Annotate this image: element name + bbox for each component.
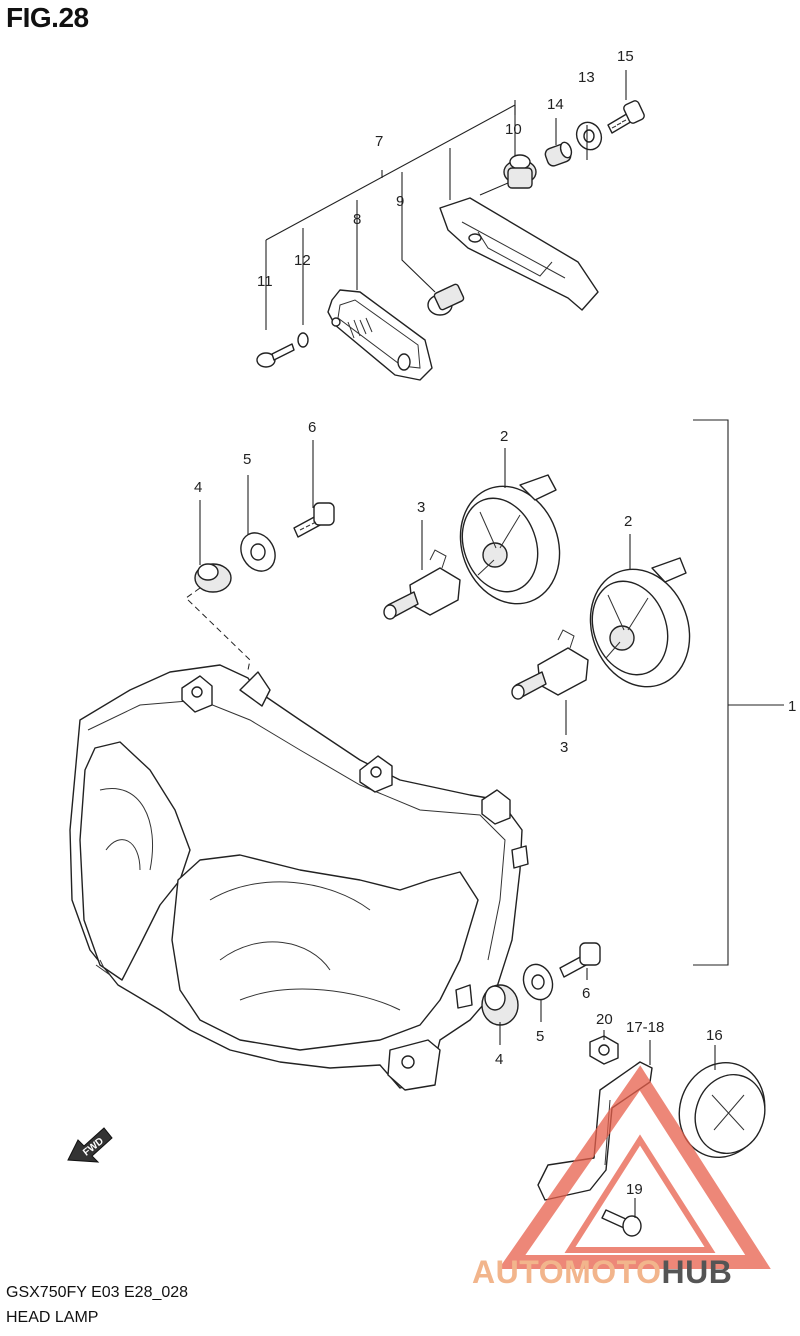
callout-7: 7 [375, 133, 383, 150]
callout-12: 12 [294, 252, 311, 269]
callout-16: 16 [706, 1027, 723, 1044]
callout-1: 1 [788, 698, 796, 715]
callout-14: 14 [547, 96, 564, 113]
socket-part-2-lower [589, 557, 691, 688]
figure-title: FIG.28 [6, 2, 89, 33]
callout-3-upper: 3 [417, 499, 425, 516]
bolt-part-6-upper [293, 502, 335, 538]
callout-9: 9 [396, 193, 404, 210]
grommet-part-10 [503, 154, 537, 189]
spacer-part-14 [544, 141, 573, 167]
grommet-part-4-lower [481, 984, 519, 1026]
screw-part-11 [256, 343, 295, 368]
callout-4-lower: 4 [495, 1051, 503, 1068]
watermark-moto: MOTO [564, 1254, 662, 1290]
watermark-hub: HUB [661, 1254, 733, 1290]
socket-part-2-upper [459, 474, 561, 605]
callout-11: 11 [257, 273, 273, 290]
callout-13: 13 [578, 69, 595, 86]
washer-part-5-lower [522, 963, 554, 1001]
callout-19: 19 [626, 1181, 643, 1198]
callout-6-lower: 6 [582, 985, 590, 1002]
model-code: GSX750FY E03 E28_028 [6, 1284, 189, 1301]
position-lens-part-8 [327, 289, 433, 381]
callout-10: 10 [505, 121, 522, 138]
cap-part-16 [678, 1061, 766, 1159]
callout-5-upper: 5 [243, 451, 251, 468]
bulb-part-3-upper [383, 549, 461, 620]
callout-8: 8 [353, 211, 361, 228]
callout-20: 20 [596, 1011, 613, 1028]
callout-5-lower: 5 [536, 1028, 544, 1045]
washer-part-12 [297, 332, 309, 348]
bolt-part-6-lower [559, 942, 601, 978]
bulb-part-3-lower [511, 629, 589, 700]
watermark-auto: AUTO [472, 1254, 565, 1290]
bolt-part-15 [607, 100, 645, 134]
callout-17-18: 17-18 [626, 1019, 664, 1036]
nut-part-20 [589, 1035, 619, 1065]
callout-4-upper: 4 [194, 479, 202, 496]
headlamp-housing [69, 664, 529, 1091]
washer-part-13 [575, 121, 603, 151]
assembly-bracket-1 [693, 419, 729, 966]
watermark-text: AUTOMOTOHUB [472, 1254, 732, 1291]
grommet-part-4-upper [194, 563, 232, 593]
bolt-part-19 [601, 1209, 642, 1237]
automotohub-logo [498, 1065, 771, 1269]
washer-part-5-upper [240, 532, 276, 572]
callout-3-lower: 3 [560, 739, 568, 756]
callout-2-lower: 2 [624, 513, 632, 530]
callout-6-upper: 6 [308, 419, 316, 436]
headlamp-sockets [194, 474, 691, 700]
figure-name: HEAD LAMP [6, 1309, 99, 1326]
bulb-part-9 [427, 283, 465, 316]
position-lamp-assembly [256, 100, 645, 381]
callout-15: 15 [617, 48, 634, 65]
callout-2-upper: 2 [500, 428, 508, 445]
forward-arrow-icon: FWD [67, 1127, 113, 1163]
